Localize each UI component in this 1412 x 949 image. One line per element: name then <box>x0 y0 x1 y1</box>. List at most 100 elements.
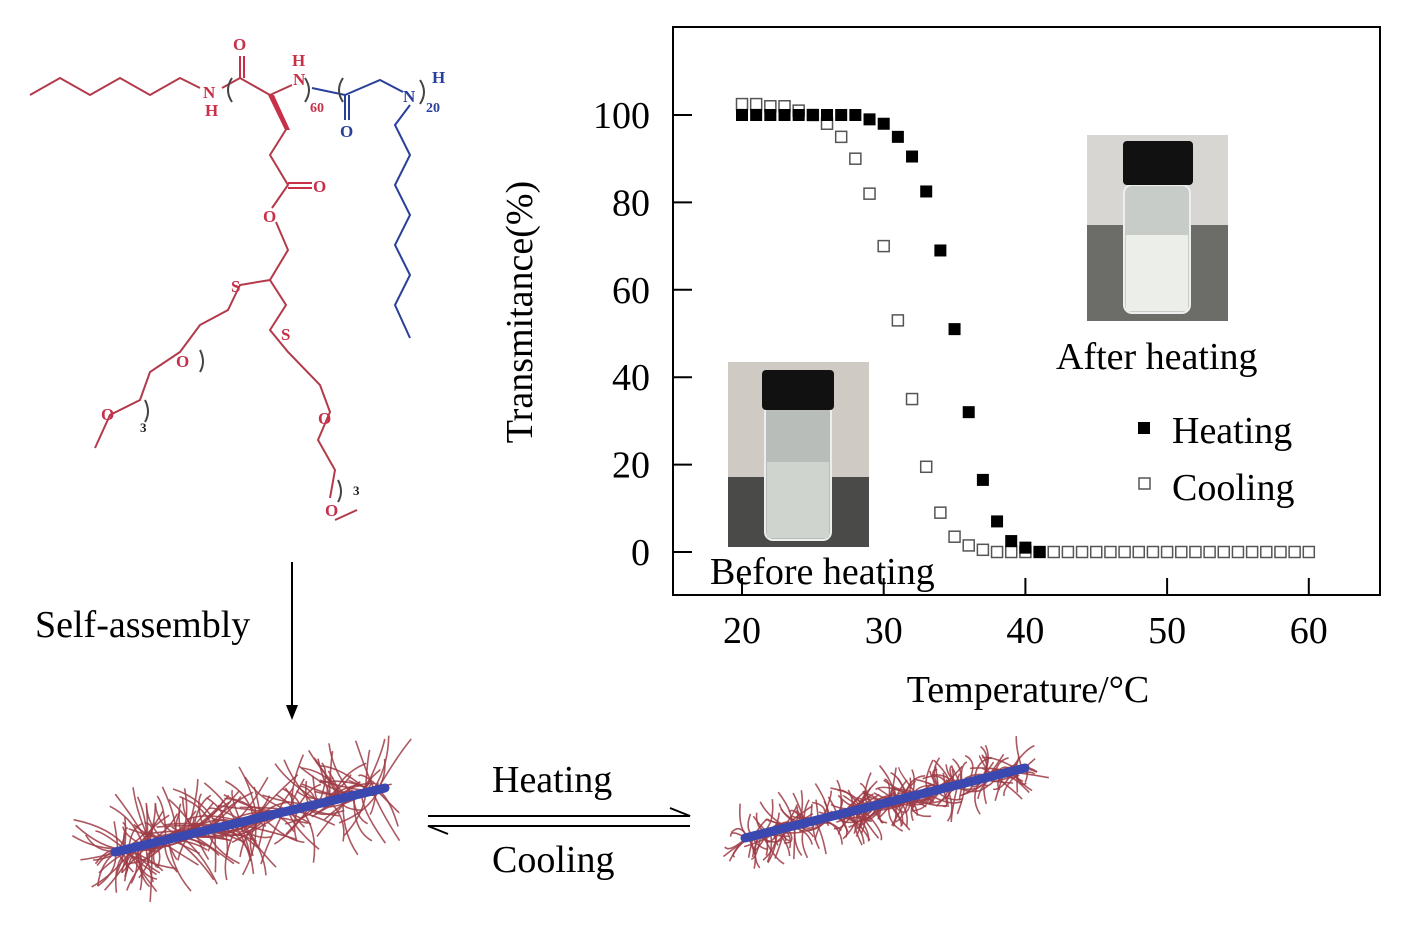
heating-point <box>1033 546 1046 558</box>
cooling-point <box>1146 545 1160 559</box>
polymer-chain <box>167 839 192 892</box>
before-heating-label: Before heating <box>710 551 935 593</box>
polymer-chain <box>241 818 257 876</box>
cooling-point <box>1132 545 1146 559</box>
vial-photo-before <box>728 362 869 547</box>
subscript-3: 3 <box>353 483 360 498</box>
heating-point <box>976 473 989 486</box>
heating-point <box>991 515 1004 528</box>
heating-point <box>821 109 834 121</box>
legend: Heating Cooling <box>1138 410 1294 509</box>
polymer-chain <box>274 763 323 804</box>
legend-cooling-label: Cooling <box>1172 467 1294 509</box>
cooling-point <box>1203 545 1216 559</box>
atom-label: O <box>176 352 189 371</box>
cooling-point <box>1075 545 1089 559</box>
sarcosine-backbone <box>311 78 404 97</box>
atom-label: N <box>293 70 306 89</box>
cooling-point <box>976 543 990 557</box>
cooling-point <box>948 530 961 543</box>
atom-label: O <box>340 122 353 141</box>
heating-point <box>948 323 961 336</box>
atom-label: O <box>263 207 276 226</box>
y-tick-label: 20 <box>612 445 650 487</box>
polymer-chain <box>777 791 793 827</box>
polymer-chain <box>362 738 386 794</box>
forward-arrow <box>428 807 691 817</box>
atom-label: H <box>432 68 445 87</box>
heating-point <box>934 244 947 257</box>
y-axis-label: Transmitance(%) <box>499 181 541 443</box>
atom-label: S <box>231 277 240 296</box>
y-tick-label: 0 <box>631 532 650 574</box>
atom-label: N <box>403 87 416 106</box>
atom-label: O <box>233 35 246 54</box>
cooling-point <box>1231 545 1245 559</box>
cooling-point <box>1061 545 1075 559</box>
subscript-60: 60 <box>310 101 324 116</box>
heating-point <box>764 109 777 121</box>
y-tick-label: 60 <box>612 270 650 312</box>
cooling-point <box>735 97 749 111</box>
x-tick-label: 50 <box>1148 610 1186 652</box>
subscript-20: 20 <box>426 101 440 116</box>
x-tick-label: 30 <box>865 610 903 652</box>
cooling-point <box>863 187 876 200</box>
atom-label: N <box>203 83 216 102</box>
molecule-structure <box>29 56 425 503</box>
octyl-chain <box>393 104 412 339</box>
cooling-point <box>834 130 848 144</box>
cooling-point <box>849 152 862 165</box>
heating-point <box>962 406 975 419</box>
cooling-point <box>891 314 905 327</box>
side-chain <box>268 127 290 209</box>
y-tick-label: 100 <box>593 95 650 137</box>
heating-point <box>920 185 933 198</box>
heating-point <box>750 109 763 121</box>
micelle-collapsed <box>722 736 1050 869</box>
cooling-point <box>1047 545 1060 559</box>
polymer-chain <box>137 846 151 888</box>
helix-core <box>740 763 1030 843</box>
cooling-point <box>919 460 933 474</box>
after-heating-label: After heating <box>1056 336 1258 378</box>
atom-label: O <box>313 177 326 196</box>
self-assembly-label: Self-assembly <box>35 604 250 646</box>
y-tick-label: 80 <box>612 182 650 224</box>
vial-photo-after <box>1087 135 1228 321</box>
cooling-point <box>1217 545 1231 559</box>
cooling-point <box>1260 545 1273 559</box>
polymer-chain <box>898 766 918 796</box>
atom-label: H <box>205 101 218 120</box>
atom-label: O <box>325 501 338 520</box>
legend-heating-label: Heating <box>1172 410 1292 452</box>
cooling-point <box>1288 545 1301 559</box>
atom-label: H <box>292 51 305 70</box>
cooling-point <box>749 97 763 111</box>
cooling-point <box>1104 545 1117 559</box>
heating-point <box>1005 535 1018 548</box>
x-axis-label: Temperature/°C <box>907 669 1150 711</box>
cooling-point <box>1118 545 1131 559</box>
helix-core <box>110 783 390 857</box>
y-tick-label: 40 <box>612 357 650 399</box>
arrow-head-icon <box>286 705 298 720</box>
atom-label: O <box>318 409 331 428</box>
atom-label: S <box>281 325 290 344</box>
cooling-point <box>905 392 919 406</box>
x-tick-label: 20 <box>723 610 761 652</box>
cooling-point <box>877 239 890 253</box>
x-tick-label: 60 <box>1290 610 1328 652</box>
heating-label: Heating <box>492 759 612 801</box>
glutamate-backbone <box>221 76 293 97</box>
cooling-point <box>934 506 947 519</box>
cooling-point <box>1160 545 1174 559</box>
heating-point <box>778 109 791 121</box>
heating-point <box>1019 541 1032 554</box>
cooling-point <box>1189 545 1202 559</box>
cooling-point <box>1004 545 1018 559</box>
heating-point <box>736 109 748 121</box>
plot-frame <box>672 26 1381 596</box>
heating-point <box>835 109 848 121</box>
